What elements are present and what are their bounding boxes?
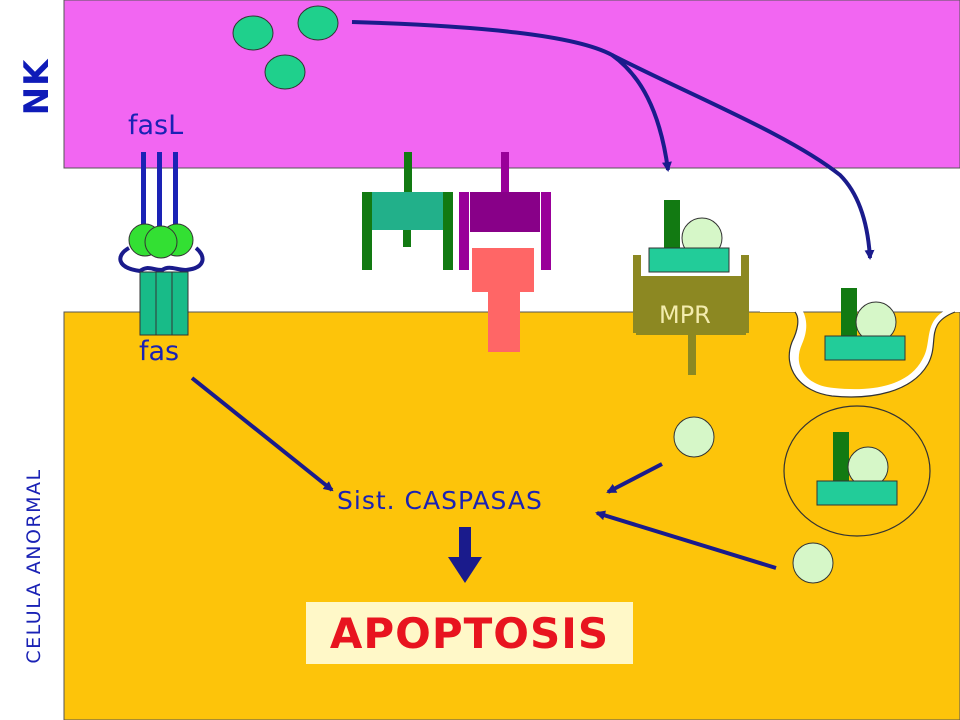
nk-activating-receptor <box>362 152 453 270</box>
granule <box>297 5 339 41</box>
granzyme-complex-vesicle <box>816 432 898 506</box>
caspase-system-label: Sist. CASPASAS <box>337 486 543 515</box>
apoptosis-box: APOPTOSIS <box>306 602 633 664</box>
abnormal-cell-label-text: CELULA ANORMAL <box>23 468 45 664</box>
granzyme-complex-endocytosed <box>824 288 906 361</box>
nk-cell <box>63 0 960 169</box>
mpr-receptor <box>633 255 749 375</box>
vesicle-granzyme-to-caspase-arrow <box>595 510 777 570</box>
mpr-label: MPR <box>659 301 711 329</box>
granzyme <box>673 416 715 458</box>
caspase-to-apoptosis-arrow <box>448 527 482 583</box>
granule <box>232 15 274 51</box>
fas-receptor <box>118 246 205 336</box>
granzyme-arrow-to-endosome <box>611 53 875 260</box>
fas-ligand-label: fasL <box>128 110 184 141</box>
target-ligand <box>472 248 534 352</box>
apoptosis-label: APOPTOSIS <box>329 608 610 658</box>
granzyme <box>792 542 834 584</box>
endosome-membrane <box>788 311 956 398</box>
granzyme-arrow-to-mpr <box>351 20 672 172</box>
granzyme-to-caspase-arrow <box>606 462 663 494</box>
abnormal-cell-label: CELULA ANORMAL <box>14 432 54 700</box>
nk-inhibitory-receptor <box>459 152 551 270</box>
fas-ligand <box>128 152 194 259</box>
granule <box>264 54 306 90</box>
fas-to-caspase-arrow <box>190 376 334 492</box>
endosome-invagination <box>760 306 960 397</box>
nk-cell-label: NK <box>6 52 68 122</box>
granzyme-mpr-complex <box>648 200 730 273</box>
fas-receptor-label: fas <box>139 336 180 367</box>
nk-label-text: NK <box>17 58 57 116</box>
